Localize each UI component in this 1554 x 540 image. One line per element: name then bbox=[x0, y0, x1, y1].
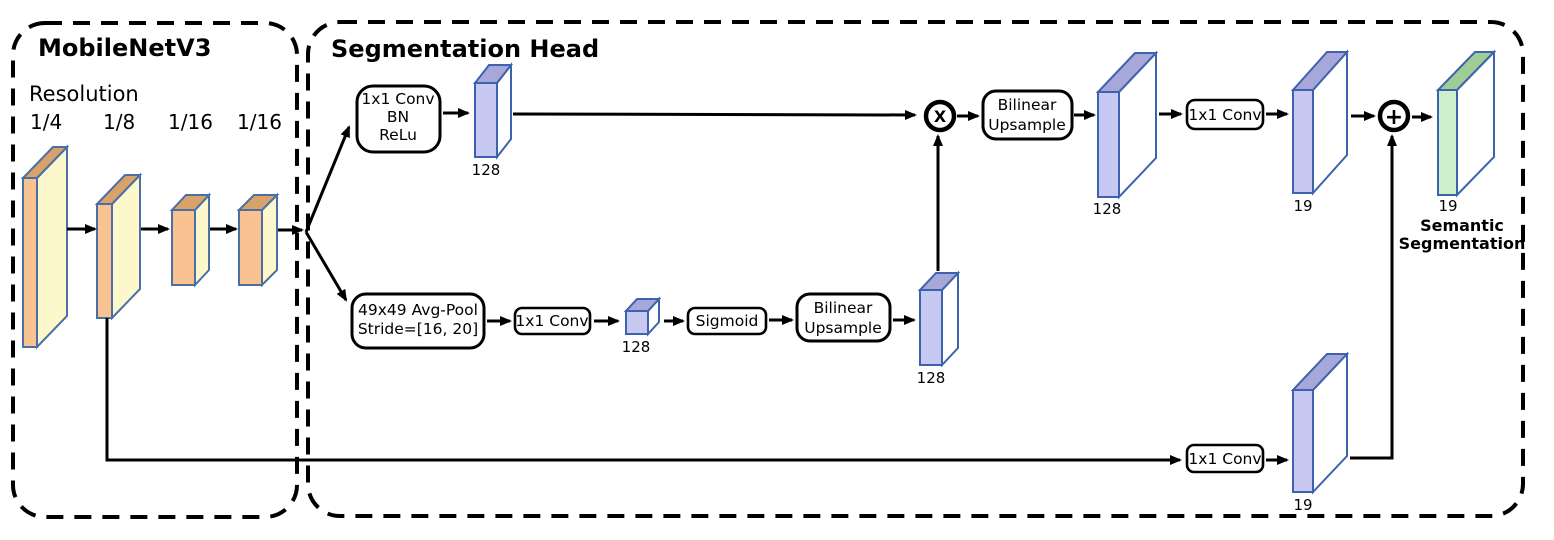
arrow-bottom-to-add bbox=[1350, 134, 1397, 460]
add-circle bbox=[1377, 99, 1411, 133]
tensor-19-bottom bbox=[1290, 351, 1350, 495]
tensor-128-top-label: 128 bbox=[472, 161, 501, 179]
tensor-front-face bbox=[919, 289, 943, 366]
tensor-19-output bbox=[1435, 49, 1497, 198]
skip-connection-line bbox=[105, 318, 1182, 465]
avg-pool-line2: Stride=[16, 20] bbox=[358, 320, 478, 338]
tensor-128-big bbox=[1095, 50, 1159, 200]
tensor-19-top-label: 19 bbox=[1293, 197, 1312, 215]
resolution-1-8: 1/8 bbox=[103, 110, 135, 134]
tensor-19-bottom-label: 19 bbox=[1293, 496, 1312, 514]
feature-map-front-face bbox=[171, 209, 196, 286]
semantic-segmentation-label-line2: Segmentation bbox=[1399, 234, 1526, 253]
conv-mid-label: 1x1 Conv bbox=[515, 312, 588, 330]
tensor-front-face bbox=[625, 310, 649, 335]
conv-bottom-node bbox=[1185, 443, 1265, 474]
tensor-front-face bbox=[1097, 91, 1120, 198]
segmentation-head-container-box bbox=[306, 20, 1525, 518]
tensor-front-face bbox=[1437, 89, 1458, 196]
semantic-segmentation-label-line1: Semantic bbox=[1420, 216, 1504, 235]
feature-map-side-face bbox=[36, 144, 68, 350]
tensor-128-cube-label: 128 bbox=[622, 338, 651, 356]
feature-map-sixteenth-b bbox=[236, 192, 280, 288]
feature-map-front-face bbox=[96, 203, 113, 319]
sigmoid-label: Sigmoid bbox=[696, 312, 759, 330]
bilinear-mid-line1: Bilinear bbox=[814, 299, 873, 317]
bilinear-top-line2: Upsample bbox=[988, 116, 1066, 134]
arrow-long-top bbox=[512, 109, 917, 120]
tensor-front-face bbox=[1292, 89, 1314, 194]
feature-map-front-face bbox=[238, 209, 263, 286]
tensor-front-face bbox=[474, 82, 498, 158]
feature-map-quarter bbox=[20, 144, 70, 350]
bilinear-top-line1: Bilinear bbox=[998, 96, 1057, 114]
bilinear-upsample-top-node bbox=[981, 89, 1074, 141]
conv-bn-relu-node bbox=[355, 84, 442, 154]
multiply-circle bbox=[923, 99, 957, 133]
conv-bottom-label: 1x1 Conv bbox=[1188, 450, 1261, 468]
bilinear-mid-line2: Upsample bbox=[804, 319, 882, 337]
feature-map-front-face bbox=[22, 177, 38, 348]
conv-mid-node bbox=[513, 306, 592, 336]
head-title: Segmentation Head bbox=[331, 35, 599, 63]
tensor-front-face bbox=[1292, 389, 1314, 493]
bilinear-upsample-mid-node bbox=[795, 292, 892, 343]
resolution-label: Resolution bbox=[29, 82, 139, 106]
resolution-1-16-a: 1/16 bbox=[168, 110, 213, 134]
conv-bn-relu-line1: 1x1 Conv bbox=[361, 90, 434, 108]
tensor-128-cube bbox=[623, 296, 662, 337]
arrow-branch-down bbox=[304, 231, 348, 302]
multiply-symbol: X bbox=[934, 107, 947, 126]
tensor-128-mid-label: 128 bbox=[917, 369, 946, 387]
conv-top-node bbox=[1185, 98, 1265, 131]
add-symbol: + bbox=[1385, 105, 1403, 130]
conv-bn-relu-line2: BN bbox=[387, 108, 409, 126]
feature-map-sixteenth-a bbox=[169, 192, 212, 288]
resolution-1-16-b: 1/16 bbox=[237, 110, 282, 134]
feature-map-eighth bbox=[94, 172, 143, 321]
conv-bn-relu-line3: ReLu bbox=[379, 126, 417, 144]
tensor-128-mid bbox=[917, 270, 961, 368]
tensor-19-output-label: 19 bbox=[1438, 197, 1457, 215]
tensor-19-top bbox=[1290, 49, 1350, 196]
conv-top-label: 1x1 Conv bbox=[1188, 106, 1261, 124]
avg-pool-node bbox=[350, 292, 486, 350]
avg-pool-line1: 49x49 Avg-Pool bbox=[358, 301, 478, 319]
tensor-128-top bbox=[472, 62, 514, 160]
arrow-branch-up bbox=[304, 125, 351, 233]
resolution-1-4: 1/4 bbox=[30, 110, 62, 134]
tensor-128-big-label: 128 bbox=[1093, 200, 1122, 218]
mobilenet-container-box bbox=[11, 21, 299, 519]
backbone-title: MobileNetV3 bbox=[38, 34, 211, 62]
sigmoid-node bbox=[686, 306, 768, 336]
